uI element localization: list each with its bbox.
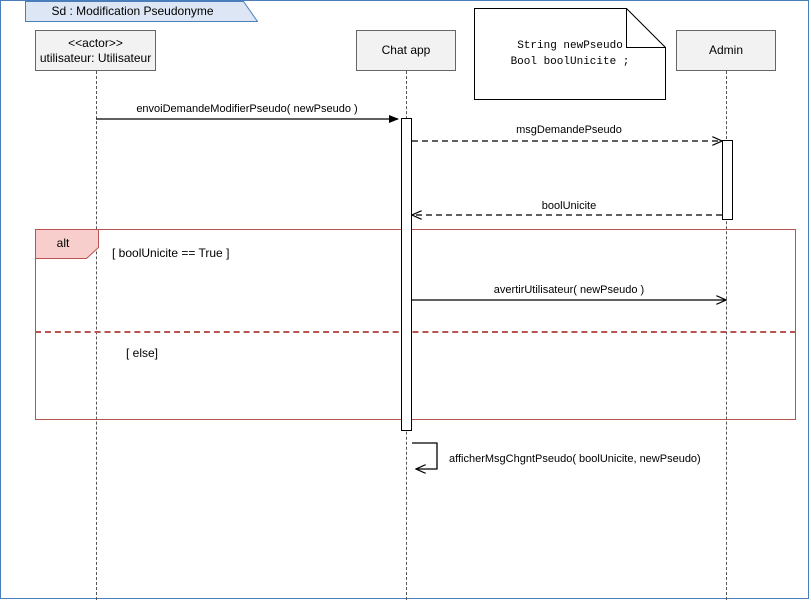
participant-utilisateur-stereotype: <<actor>> bbox=[68, 35, 123, 50]
message-label-afficherMsgChgntPseudo: afficherMsgChgntPseudo( boolUnicite, new… bbox=[449, 453, 701, 465]
lifeline-utilisateur bbox=[96, 71, 97, 600]
alt-fragment-divider bbox=[35, 331, 796, 333]
alt-fragment-frame bbox=[35, 229, 796, 420]
participant-chatapp-label: Chat app bbox=[381, 43, 431, 57]
alt-fragment-tab bbox=[35, 229, 99, 259]
participant-utilisateur-label: utilisateur: Utilisateur bbox=[39, 50, 152, 65]
diagram-title-tab bbox=[25, 1, 258, 22]
note-shape bbox=[474, 8, 666, 100]
lifeline-admin bbox=[726, 71, 727, 600]
message-arrow-afficherMsgChgntPseudo-self bbox=[412, 442, 438, 469]
participant-chatapp[interactable]: Chat app bbox=[356, 30, 456, 71]
participant-admin-label: Admin bbox=[708, 43, 743, 57]
activation-bar-admin bbox=[722, 140, 733, 220]
alt-operator-label: alt bbox=[56, 236, 70, 250]
note-line-2: Bool boolUnicite ; bbox=[510, 56, 630, 68]
message-label-msgDemandePseudo: msgDemandePseudo bbox=[516, 124, 622, 136]
activation-bar-chatapp bbox=[401, 118, 412, 431]
message-label-boolUnicite: boolUnicite bbox=[541, 200, 597, 212]
participant-admin[interactable]: Admin bbox=[676, 30, 776, 71]
note-line-1: String newPseudo bbox=[517, 40, 623, 52]
guard-condition-true: [ boolUnicite == True ] bbox=[112, 246, 230, 260]
guard-condition-else: [ else] bbox=[126, 346, 159, 360]
page-title: Sd : Modification Pseudonyme bbox=[51, 4, 214, 18]
message-label-envoiDemandeModifierPseudo: envoiDemandeModifierPseudo( newPseudo ) bbox=[136, 103, 358, 115]
participant-utilisateur[interactable]: <<actor>> utilisateur: Utilisateur bbox=[35, 30, 156, 71]
message-label-avertirUtilisateur: avertirUtilisateur( newPseudo ) bbox=[493, 284, 645, 296]
